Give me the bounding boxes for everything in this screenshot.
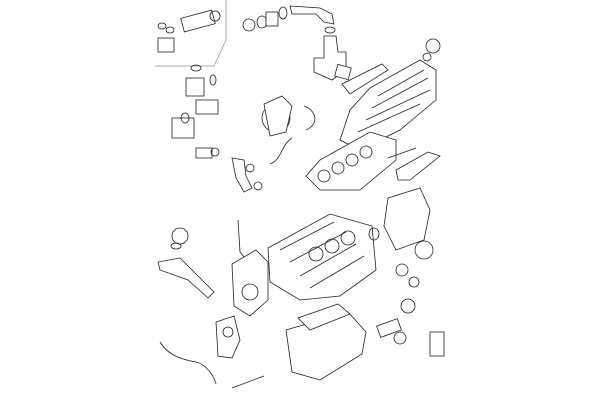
exhaust-manifold-right	[387, 147, 441, 181]
oil-filter-housing	[215, 315, 241, 359]
dipstick	[159, 341, 217, 385]
oil-pump-and-pickup	[157, 219, 249, 299]
exhaust-pipe-assembly	[195, 147, 263, 193]
egr-valve-assembly	[171, 64, 219, 139]
intake-manifold	[341, 38, 441, 95]
front-timing-cover	[231, 249, 269, 317]
turbocharger	[261, 95, 316, 165]
oil-pan	[231, 303, 367, 389]
timing-cover-rear	[368, 187, 431, 251]
egr-inset-frame	[155, 0, 227, 67]
egr-cooler-inset	[157, 9, 221, 53]
cylinder-head-assembly	[305, 59, 437, 191]
throttle-and-gaskets	[242, 5, 335, 32]
intake-pipe	[313, 26, 352, 81]
water-pump	[395, 240, 434, 288]
engine-block	[267, 213, 377, 301]
oil-cooler-and-filter	[376, 298, 445, 357]
